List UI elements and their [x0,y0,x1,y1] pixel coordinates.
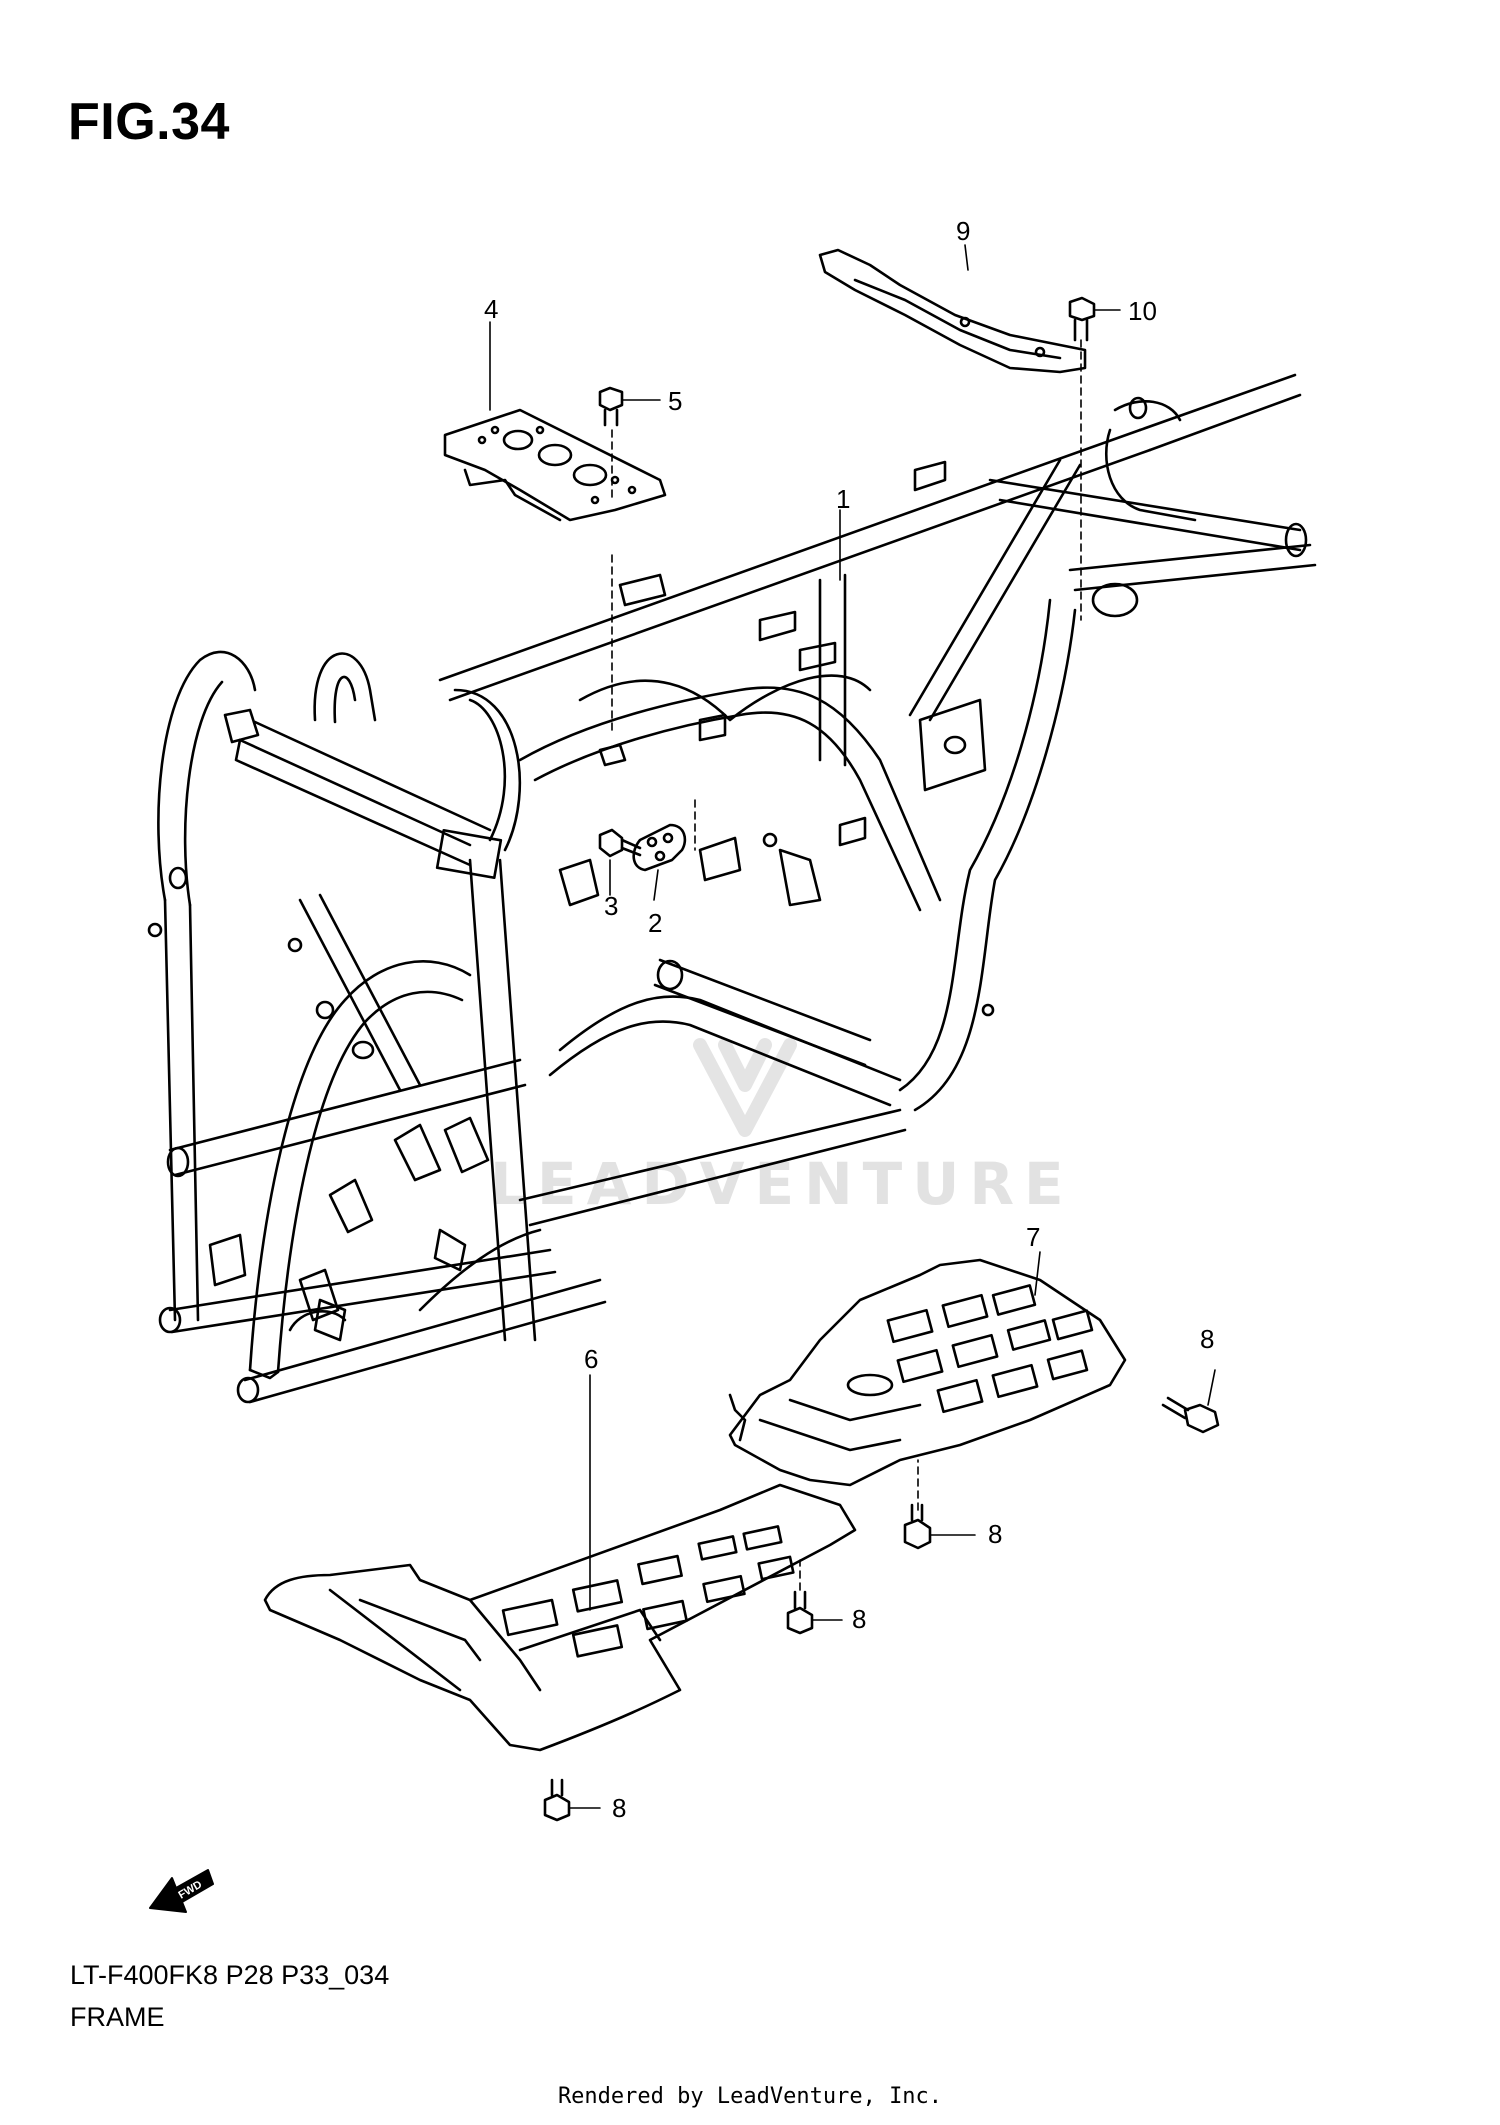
callout-3: 3 [604,891,618,921]
callout-5: 5 [668,386,682,416]
callout-2: 2 [648,908,662,938]
part-8-bolts [543,1396,1220,1822]
callout-1: 1 [836,484,850,514]
part-4-bracket [443,408,667,522]
callout-8-center: 8 [852,1604,866,1634]
figure-title: FIG.34 [68,93,230,151]
part-10-bolt [1068,296,1096,342]
callout-6: 6 [584,1344,598,1374]
callout-10: 10 [1128,296,1157,326]
part-6-skid-plate [263,1483,857,1752]
callout-8-front: 8 [612,1793,626,1823]
callout-7: 7 [1026,1222,1040,1252]
part-9-bracket [818,248,1087,374]
callout-8-middle: 8 [988,1519,1002,1549]
assembly-lines [611,339,1082,1591]
callouts: 1 2 3 4 5 6 7 8 8 8 8 9 10 [484,216,1214,1823]
figure-model-code: LT-F400FK8 P28 P33_034 [70,1960,390,1990]
part-3-bolt [598,828,642,858]
footer-credit: Rendered by LeadVenture, Inc. [557,2084,943,2109]
part-7-skid-plate [728,1258,1127,1487]
leader-lines [489,244,1216,1809]
part-5-bolt [598,386,624,427]
callout-8-rear: 8 [1200,1324,1214,1354]
main-frame [147,373,1317,1404]
watermark-logo [693,1038,797,1137]
fwd-arrow-icon: FWD [149,1869,214,1913]
callout-9: 9 [956,216,970,246]
figure-name: FRAME [70,2002,165,2032]
part-2-plate [632,823,687,872]
callout-4: 4 [484,294,498,324]
